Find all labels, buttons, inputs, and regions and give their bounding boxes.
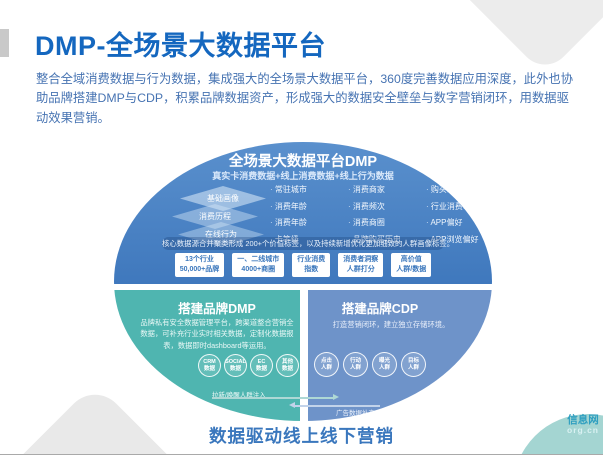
ec-data-circle: EC 数据 <box>250 354 273 377</box>
circle-label: 目标 <box>407 357 419 364</box>
circle-label: 数据 <box>203 365 215 372</box>
dmp-description: 品牌私有安全数据管理平台，跨渠道整合营销全数据，可补充行业实时相关数据，定制化数… <box>140 318 294 350</box>
cdp-section: 搭建品牌CDP 打造营销闭环，建立独立存储环境。 点击 人群 行动 人群 曝光 … <box>308 290 492 421</box>
stat-line: 50,000+品牌 <box>179 265 220 273</box>
circle-label: 数据 <box>229 365 241 372</box>
cdp-audience-circles: 点击 人群 行动 人群 曝光 人群 目标 人群 <box>314 352 426 377</box>
circle-label: EC <box>257 358 266 365</box>
platform-subtitle: 真实卡消费数据+线上消费数据+线上行为数据 <box>212 171 394 181</box>
cdp-description: 打造营销闭环，建立独立存储环境。 <box>332 320 450 329</box>
circle-label: 数据 <box>255 365 267 372</box>
watermark-line2: org.cn <box>567 425 599 436</box>
tag-item: 消费商家 <box>348 184 401 195</box>
tag-item: 行业消费习惯 <box>426 201 479 212</box>
circle-label: 人群 <box>378 364 390 371</box>
stat-cities: 一、二线城市 4000+商圈 <box>232 253 285 277</box>
stats-row: 13个行业 50,000+品牌 一、二线城市 4000+商圈 行业消费 指数 消… <box>114 253 492 277</box>
tag-column-1: 常驻城市 消费年龄 消费年龄 卡等级 <box>270 184 307 250</box>
watermark: 信息网 org.cn <box>567 414 599 436</box>
circle-label: SOCIAL <box>225 358 246 365</box>
cdp-to-dmp-arrow-label: 广告数据补充 <box>336 410 375 417</box>
circle-label: 其他 <box>281 358 293 365</box>
arrow-left-head-icon <box>289 402 295 408</box>
social-data-circle: SOCIAL 数据 <box>224 354 247 377</box>
action-audience-circle: 行动 人群 <box>343 352 368 377</box>
circle-label: 人群 <box>320 364 332 371</box>
arrow-left-line <box>295 405 380 407</box>
stat-line: 人群打分 <box>346 265 375 273</box>
circle-label: CRM <box>203 358 216 365</box>
arrow-right-head-icon <box>333 394 339 400</box>
watermark-line1: 信息网 <box>567 414 599 426</box>
tag-item: 消费频次 <box>348 201 401 212</box>
platform-diagram: 搭建品牌DMP 品牌私有安全数据管理平台，跨渠道整合营销全数据，可补充行业实时相… <box>114 142 492 421</box>
footer-title: 数据驱动线上线下营销 <box>209 426 394 446</box>
stat-line: 消费者洞察 <box>343 256 379 263</box>
stat-line: 4000+商圈 <box>241 265 276 273</box>
cdp-title: 搭建品牌CDP <box>341 302 419 316</box>
tag-item: 购买忠诚度 <box>426 184 479 195</box>
intro-paragraph: 整合全域消费数据与行为数据，集成强大的全场景大数据平台，360度完善数据应用深度… <box>36 72 573 125</box>
tag-item: 消费年龄 <box>270 201 307 212</box>
tag-item: 卡等级 <box>270 234 307 245</box>
corner-diamond-decoration <box>424 0 603 76</box>
circle-label: 点击 <box>320 357 332 364</box>
click-audience-circle: 点击 人群 <box>314 352 339 377</box>
stat-consumption-index: 行业消费 指数 <box>292 253 331 277</box>
dmp-title: 搭建品牌DMP <box>178 302 256 316</box>
stat-line: 高价值 <box>400 256 422 263</box>
tags-note: 核心数据源合并聚类形成 200+个价值标签，以及持续新增优化更加细致的人群画像标… <box>162 237 455 250</box>
tag-item: APP偏好 <box>426 217 479 228</box>
stat-line: 13个行业 <box>185 256 214 263</box>
dmp-to-cdp-arrow-label: 拉新/唤醒人群注入 <box>212 392 266 399</box>
circle-label: 曝光 <box>378 357 390 364</box>
circle-label: 行动 <box>349 357 361 364</box>
dmp-data-circles: CRM 数据 SOCIAL 数据 EC 数据 其他 数据 <box>198 354 299 377</box>
tag-item: 消费商圈 <box>348 217 401 228</box>
exposure-audience-circle: 曝光 人群 <box>372 352 397 377</box>
circle-label: 数据 <box>281 365 293 372</box>
dmp-section: 搭建品牌DMP 品牌私有安全数据管理平台，跨渠道整合营销全数据，可补充行业实时相… <box>114 290 300 421</box>
circle-label: 人群 <box>407 364 419 371</box>
tag-item: 品牌购买历史 <box>348 234 401 245</box>
tag-item: 常驻城市 <box>270 184 307 195</box>
tag-column-3: 购买忠诚度 行业消费习惯 APP偏好 APP浏览偏好 <box>426 184 479 250</box>
crm-data-circle: CRM 数据 <box>198 354 221 377</box>
stat-industries: 13个行业 50,000+品牌 <box>174 253 225 277</box>
platform-title: 全场景大数据平台DMP <box>228 154 378 170</box>
stat-line: 人群/数据 <box>396 265 427 273</box>
stat-high-value: 高价值 人群/数据 <box>391 253 432 277</box>
circle-label: 人群 <box>349 364 361 371</box>
stat-line: 行业消费 <box>297 256 326 263</box>
stat-consumer-insight: 消费者洞察 人群打分 <box>338 253 384 277</box>
stat-line: 一、二线城市 <box>237 256 280 263</box>
other-data-circle: 其他 数据 <box>276 354 299 377</box>
stat-line: 指数 <box>304 265 319 273</box>
title-accent-bar <box>0 29 9 57</box>
tag-column-2: 消费商家 消费频次 消费商圈 品牌购买历史 <box>348 184 401 250</box>
target-audience-circle: 目标 人群 <box>401 352 426 377</box>
tag-item: 消费年龄 <box>270 217 307 228</box>
page-title: DMP-全场景大数据平台 <box>35 31 326 61</box>
arrow-right-line <box>212 397 333 399</box>
tag-item: APP浏览偏好 <box>426 234 479 245</box>
